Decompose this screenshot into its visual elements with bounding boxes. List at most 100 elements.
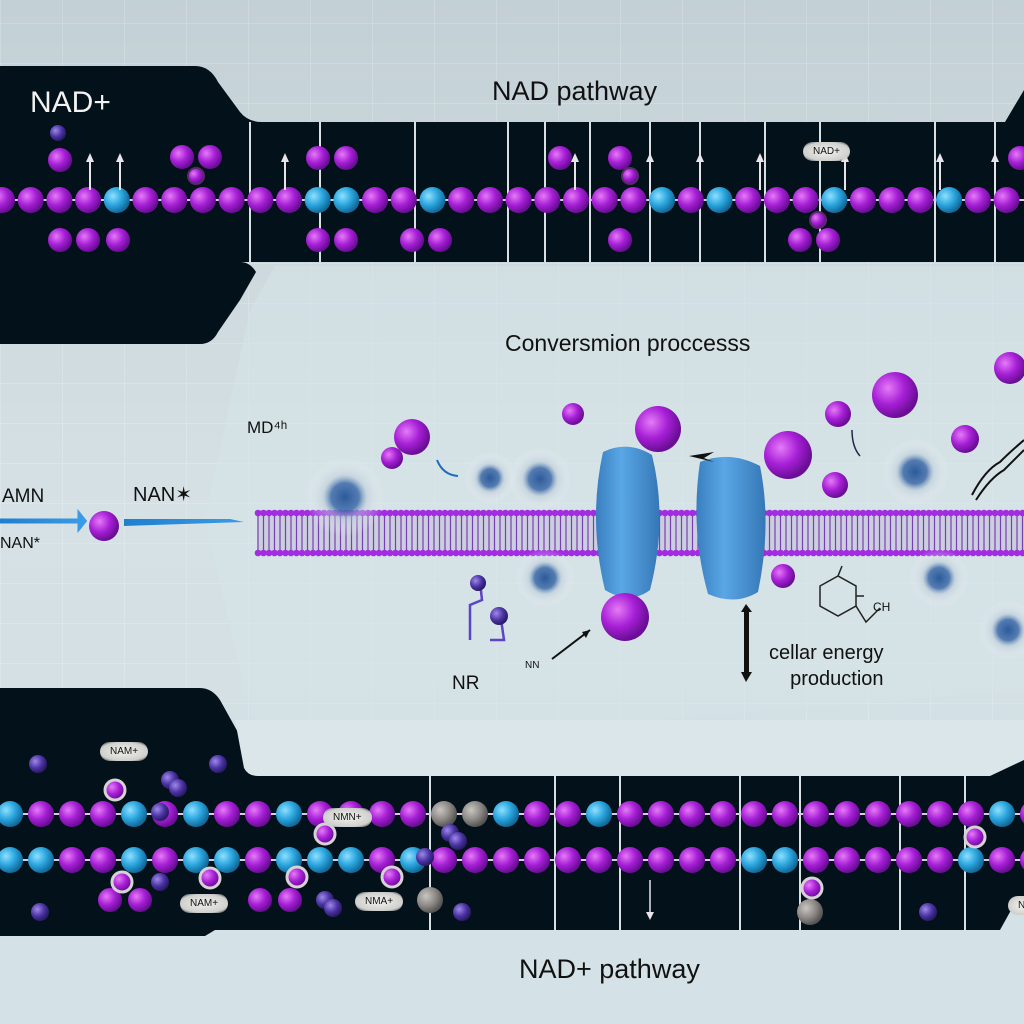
label-ch: CH (873, 600, 891, 614)
lipid-head (991, 509, 999, 517)
lipid-head (980, 549, 988, 557)
lipid-head (859, 509, 867, 517)
chain-atom (710, 847, 736, 873)
molecule-tag: NMN+ (323, 808, 372, 827)
lipid-head (386, 549, 394, 557)
lipid-head (463, 509, 471, 517)
label-amn: AMN (2, 486, 45, 507)
chain-atom (28, 847, 54, 873)
label-nan-left: NAN* (0, 535, 41, 552)
lipid-head (271, 549, 278, 557)
chemical-structure (819, 565, 881, 624)
lipid-head (667, 549, 674, 557)
chain-atom (878, 187, 905, 213)
lipid-head (419, 549, 427, 557)
chain-atom (448, 187, 475, 213)
lipid-head (1013, 549, 1021, 557)
branch-atom (198, 145, 222, 169)
energy-line-1: cellar energy (769, 642, 884, 664)
lipid-head (546, 509, 553, 517)
lipid-head (683, 549, 691, 557)
chain-atom (677, 187, 704, 213)
lipid-head (375, 549, 383, 557)
lipid-head (661, 509, 669, 517)
lipid-head (854, 549, 861, 557)
branch-atom (106, 228, 130, 252)
chain-atom (493, 847, 519, 873)
lipid-head (969, 509, 977, 517)
chain-atom (735, 187, 762, 213)
lipid-head (909, 509, 916, 517)
top-molecular-chain (0, 125, 1024, 252)
chain-atom (989, 847, 1015, 873)
lipid-head (458, 509, 465, 517)
bound-atom (103, 778, 127, 802)
lipid-head (518, 549, 526, 557)
small-atom (50, 125, 66, 141)
chain-atom (276, 801, 302, 827)
lipid-head (799, 549, 806, 557)
lipid-head (573, 549, 581, 557)
chain-atom (993, 187, 1020, 213)
chain-atom (763, 187, 790, 213)
chain-atom (333, 187, 360, 213)
chain-atom (161, 187, 188, 213)
lipid-head (469, 509, 476, 517)
chain-atom (821, 187, 848, 213)
lipid-head (518, 509, 526, 517)
chain-atom (772, 801, 798, 827)
chain-atom (121, 801, 147, 827)
lipid-head (425, 549, 432, 557)
lipid-head (579, 509, 586, 517)
branch-atom (306, 146, 330, 170)
chain-atom (75, 187, 102, 213)
chain-atom (679, 801, 705, 827)
lipid-head (903, 509, 911, 517)
chain-atom (304, 187, 331, 213)
lipid-head (568, 509, 575, 517)
lipid-head (535, 509, 542, 517)
bottom-lower-light (0, 900, 1024, 1024)
lipid-head (964, 549, 971, 557)
small-atom (416, 848, 434, 866)
lipid-head (804, 509, 812, 517)
chain-atom (927, 801, 953, 827)
cluster-atom (324, 899, 342, 917)
chain-atom (276, 187, 302, 213)
lipid-head (821, 509, 828, 517)
lipid-head (777, 509, 784, 517)
lipid-head (953, 509, 960, 517)
branch-atom (98, 888, 122, 912)
lipid-head (661, 549, 669, 557)
chain-atom (183, 801, 209, 827)
lipid-head (287, 509, 295, 517)
lipid-head (480, 509, 487, 517)
lipid-head (485, 549, 493, 557)
chain-atom (648, 801, 674, 827)
lipid-head (843, 509, 850, 517)
lipid-head (898, 549, 905, 557)
lipid-head (1019, 509, 1024, 517)
chain-atom (555, 847, 581, 873)
lipid-head (430, 549, 438, 557)
chain-atom (46, 187, 73, 213)
lipid-head (529, 509, 537, 517)
bottom-pathway-title: NAD+ pathway (519, 954, 700, 984)
lipid-head (309, 549, 317, 557)
chain-atom (214, 801, 240, 827)
diffuse-molecules (305, 438, 1024, 660)
lipid-head (887, 509, 894, 517)
lipid-head (430, 509, 438, 517)
lipid-head (656, 549, 663, 557)
chain-atom (964, 187, 991, 213)
lipid-head (260, 549, 267, 557)
lipid-head (969, 549, 977, 557)
chain-atom (152, 847, 178, 873)
lipid-head (414, 549, 421, 557)
bound-atom (621, 167, 639, 185)
molecule-tag: N (1008, 896, 1024, 915)
lipid-head (881, 509, 889, 517)
lipid-head (562, 549, 570, 557)
chain-atom (0, 801, 23, 827)
lipid-head (403, 509, 410, 517)
